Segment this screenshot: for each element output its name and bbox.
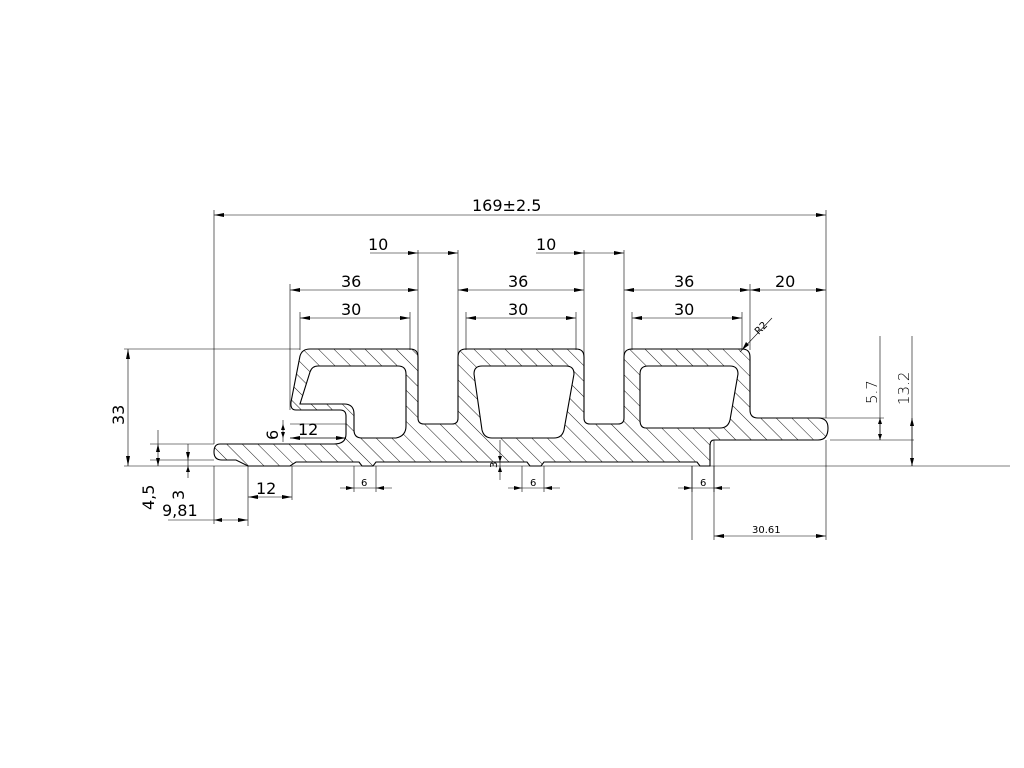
label-cavity-2: 30 bbox=[508, 300, 528, 319]
label-right-length: 30.61 bbox=[752, 525, 781, 536]
label-tongue-height: 6 bbox=[263, 430, 282, 440]
label-right-height: 13.2 bbox=[895, 372, 913, 405]
cavity-3 bbox=[639, 365, 739, 429]
label-pitch-2: 36 bbox=[508, 272, 528, 291]
cavity-1 bbox=[299, 365, 407, 439]
label-right-step: 5.7 bbox=[863, 380, 881, 404]
extension-lines bbox=[124, 210, 1010, 540]
label-height-total: 33 bbox=[109, 405, 128, 425]
label-slot-width-2: 10 bbox=[536, 235, 556, 254]
label-lip-height: 4,5 bbox=[139, 485, 158, 510]
label-base-height: 3 bbox=[169, 490, 188, 500]
dimension-lines bbox=[126, 213, 914, 538]
label-edge-right: 20 bbox=[775, 272, 795, 291]
dimension-labels: 169±2.5 10 10 36 36 36 20 30 30 30 R2 33… bbox=[109, 196, 913, 536]
label-foot-gap: 12 bbox=[256, 479, 276, 498]
label-pitch-3: 36 bbox=[674, 272, 694, 291]
label-offset-left: 9,81 bbox=[162, 501, 198, 520]
label-foot-2: 6 bbox=[530, 478, 536, 489]
label-overall-width: 169±2.5 bbox=[472, 196, 541, 215]
label-pitch-1: 36 bbox=[341, 272, 361, 291]
label-tongue-length: 12 bbox=[298, 420, 318, 439]
label-cavity-1: 30 bbox=[341, 300, 361, 319]
label-foot-3: 6 bbox=[700, 478, 706, 489]
label-foot-1: 6 bbox=[361, 478, 367, 489]
cavity-2 bbox=[473, 365, 575, 439]
label-cavity-3: 30 bbox=[674, 300, 694, 319]
label-slot-width-1: 10 bbox=[368, 235, 388, 254]
label-foot-height: 3 bbox=[489, 462, 500, 468]
